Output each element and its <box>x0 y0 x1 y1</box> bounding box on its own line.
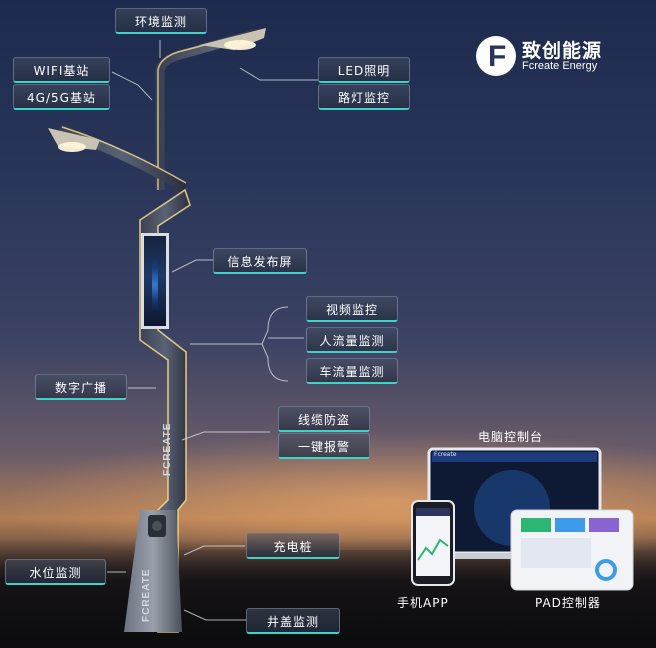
pole-base <box>124 510 182 632</box>
phone-screen <box>416 508 450 576</box>
caption-pad-controller: PAD控制器 <box>535 596 601 610</box>
line-charge <box>183 545 245 556</box>
laptop-header <box>432 452 597 462</box>
line-bracket <box>261 306 289 382</box>
upper-lamp-glow <box>157 29 263 190</box>
label-people-flow: 人流量监测 <box>306 327 398 353</box>
label-led-lighting: LED照明 <box>318 57 410 83</box>
caption-pc-console: 电脑控制台 <box>478 430 544 444</box>
upper-lamp-arm <box>155 27 264 190</box>
laptop-brand: Fcreate <box>434 451 457 458</box>
upper-lamp-head <box>200 28 266 50</box>
label-info-screen: 信息发布屏 <box>213 248 307 274</box>
brand-logo: F 致创能源 Fcreate Energy <box>476 36 636 76</box>
label-wifi-station: WIFI基站 <box>13 57 110 83</box>
pole-brand-text-upper: FCREATE <box>162 422 173 476</box>
tablet-chart <box>521 538 591 568</box>
line-guard <box>181 431 270 441</box>
phone-header <box>416 508 450 516</box>
label-light-control: 路灯监控 <box>318 84 410 110</box>
label-charging-pile: 充电桩 <box>246 533 340 559</box>
info-display-screen <box>141 233 169 329</box>
label-vehicle-flow: 车流量监测 <box>306 358 398 384</box>
line-screen <box>171 259 213 273</box>
tablet-card-1 <box>521 518 551 532</box>
tablet-donut <box>595 559 617 581</box>
tablet-card-3 <box>589 518 619 532</box>
tablet-card-2 <box>555 518 585 532</box>
phone-chart <box>417 538 449 561</box>
brand-name-en: Fcreate Energy <box>522 60 598 72</box>
brand-name-cn: 致创能源 <box>522 40 603 62</box>
caption-phone-app: 手机APP <box>397 596 449 610</box>
label-water-level: 水位监测 <box>5 559 106 585</box>
label-one-key-alarm: 一键报警 <box>278 433 370 459</box>
upper-lamp-light <box>224 40 256 50</box>
left-lamp-glow <box>61 126 187 184</box>
logo-f-icon: F <box>476 36 516 76</box>
label-cable-guard: 线缆防盗 <box>278 406 370 432</box>
label-broadcast: 数字广播 <box>35 374 127 400</box>
label-manhole: 井盖监测 <box>246 608 340 634</box>
pole-brand-text-lower: FCREATE <box>141 568 152 622</box>
line-wifi <box>111 71 153 101</box>
connector-lines <box>107 40 318 621</box>
label-4g5g-station: 4G/5G基站 <box>13 84 110 110</box>
phone-device <box>411 500 455 586</box>
line-led <box>239 67 318 81</box>
label-env-monitor: 环境监测 <box>115 8 207 34</box>
line-manhole <box>183 609 246 621</box>
left-lamp-light <box>58 142 86 152</box>
tablet-device <box>510 509 634 591</box>
socket-hole <box>152 521 162 531</box>
label-video-monitor: 视频监控 <box>306 296 398 322</box>
